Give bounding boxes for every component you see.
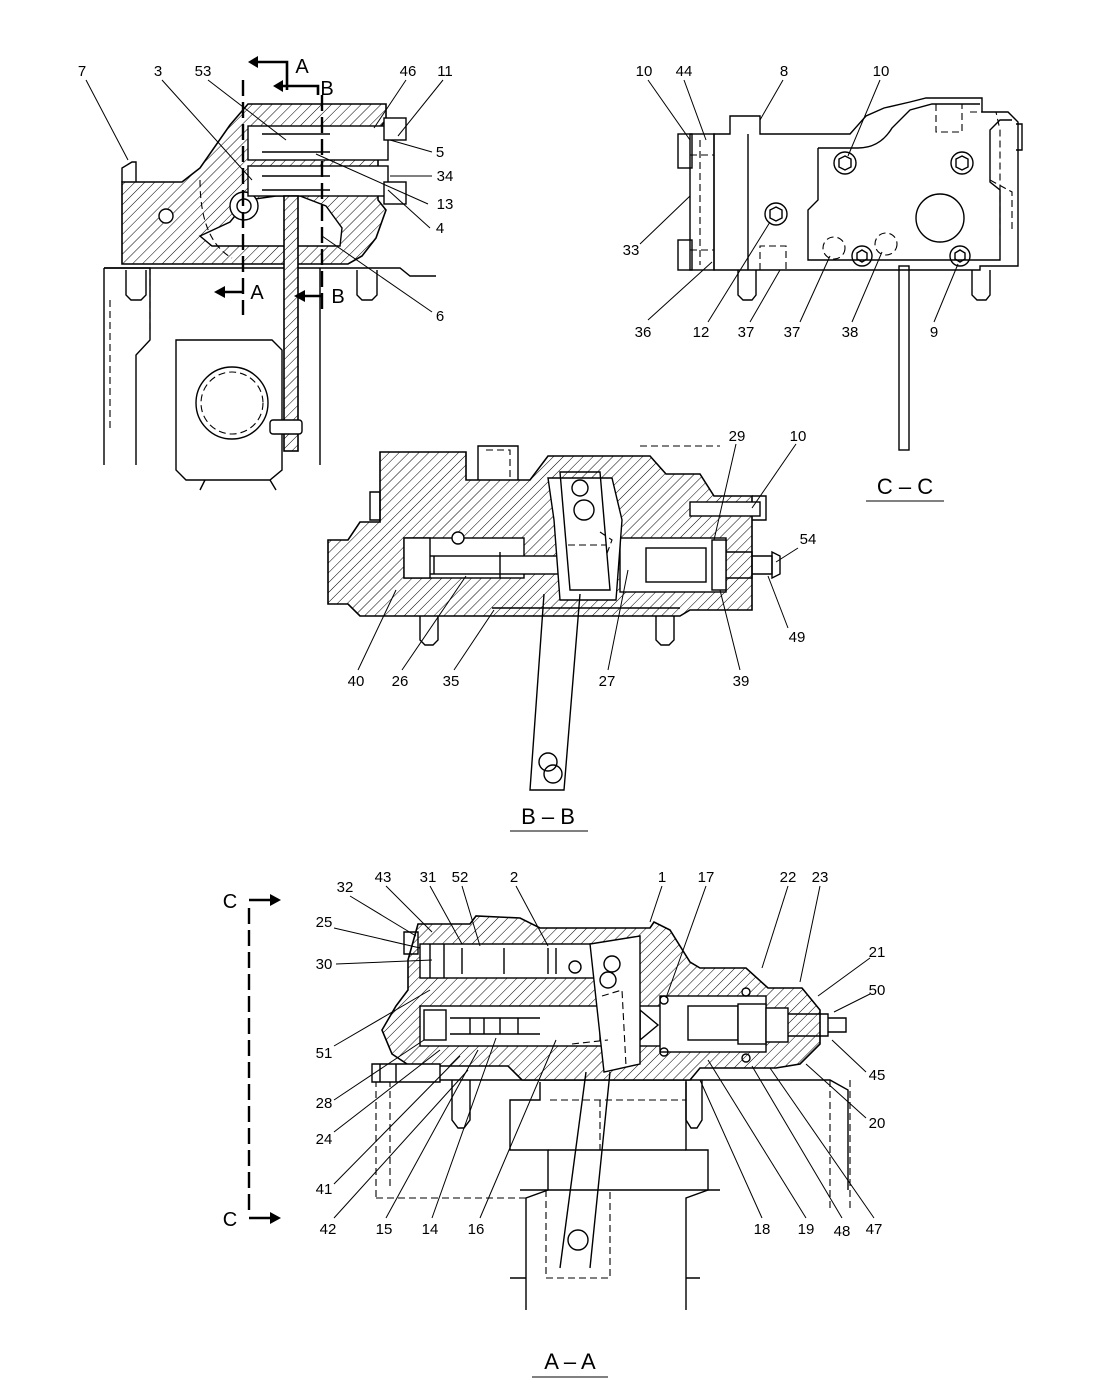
callout-20: 20 [869, 1115, 886, 1132]
callout-46: 46 [400, 63, 417, 80]
callout-47: 47 [866, 1221, 883, 1238]
section-marker-a-bottom: A [250, 282, 264, 304]
callout-38: 38 [842, 324, 859, 341]
callout-33: 33 [623, 242, 640, 259]
callout-53: 53 [195, 63, 212, 80]
callout-51: 51 [316, 1045, 333, 1062]
callout-5: 5 [436, 144, 444, 161]
callout-34: 34 [437, 168, 454, 185]
section-cc-view [677, 97, 1023, 451]
section-title-aa: A – A [544, 1349, 596, 1374]
callout-42: 42 [320, 1221, 337, 1238]
callouts-section-bb: 29 10 54 49 40 26 35 27 39 B – B [348, 428, 817, 832]
section-marker-c-top: C [223, 891, 237, 913]
section-marker-b-bottom: B [331, 286, 344, 308]
callout-8: 8 [780, 63, 788, 80]
callout-4: 4 [436, 220, 444, 237]
section-title-bb: B – B [521, 804, 575, 829]
callout-10: 10 [636, 63, 653, 80]
callout-50: 50 [869, 982, 886, 999]
callout-11: 11 [437, 63, 453, 80]
callout-17: 17 [698, 869, 715, 886]
callout-29: 29 [729, 428, 746, 445]
callout-7: 7 [78, 63, 86, 80]
callout-24: 24 [316, 1131, 333, 1148]
callout-2: 2 [510, 869, 518, 886]
callout-6: 6 [436, 308, 444, 325]
callout-52: 52 [452, 869, 469, 886]
callout-13: 13 [437, 196, 454, 213]
callout-43: 43 [375, 869, 392, 886]
callout-44: 44 [676, 63, 693, 80]
callout-32: 32 [337, 879, 354, 896]
section-aa-view [247, 894, 851, 1310]
callout-1: 1 [658, 869, 666, 886]
callout-48: 48 [834, 1223, 851, 1240]
callout-39: 39 [733, 673, 750, 690]
callout-26: 26 [392, 673, 409, 690]
top-left-view [103, 56, 436, 491]
callout-27: 27 [599, 673, 616, 690]
callout-3: 3 [154, 63, 162, 80]
callout-36: 36 [635, 324, 652, 341]
section-title-cc: C – C [877, 474, 933, 499]
callout-31: 31 [420, 869, 437, 886]
leader-lines [85, 79, 959, 1219]
callout-10: 10 [873, 63, 890, 80]
callout-19: 19 [798, 1221, 815, 1238]
callout-14: 14 [422, 1221, 439, 1238]
callout-54: 54 [800, 531, 817, 548]
section-marker-b-top: B [320, 78, 333, 100]
callout-9: 9 [930, 324, 938, 341]
callout-45: 45 [869, 1067, 886, 1084]
callout-21: 21 [869, 944, 886, 961]
callouts-section-aa: 32 43 31 52 2 1 17 22 23 25 30 21 50 51 … [223, 869, 886, 1378]
callout-35: 35 [443, 673, 460, 690]
callout-28: 28 [316, 1095, 333, 1112]
section-marker-a-top: A [295, 56, 309, 78]
callout-10: 10 [790, 428, 807, 445]
callout-16: 16 [468, 1221, 485, 1238]
callout-40: 40 [348, 673, 365, 690]
callouts-top-left: 7 3 53 46 11 5 34 13 4 6 A B A B [78, 56, 454, 325]
callout-25: 25 [316, 914, 333, 931]
callout-37: 37 [738, 324, 755, 341]
callouts-section-cc: 10 44 8 10 33 36 12 37 37 38 9 C – C [623, 63, 944, 502]
callout-37: 37 [784, 324, 801, 341]
section-marker-c-bottom: C [223, 1209, 237, 1231]
callout-41: 41 [316, 1181, 333, 1198]
callout-15: 15 [376, 1221, 393, 1238]
callout-22: 22 [780, 869, 797, 886]
callout-30: 30 [316, 956, 333, 973]
callout-23: 23 [812, 869, 829, 886]
callout-18: 18 [754, 1221, 771, 1238]
callout-49: 49 [789, 629, 806, 646]
callout-12: 12 [693, 324, 710, 341]
section-bb-view [327, 445, 781, 791]
